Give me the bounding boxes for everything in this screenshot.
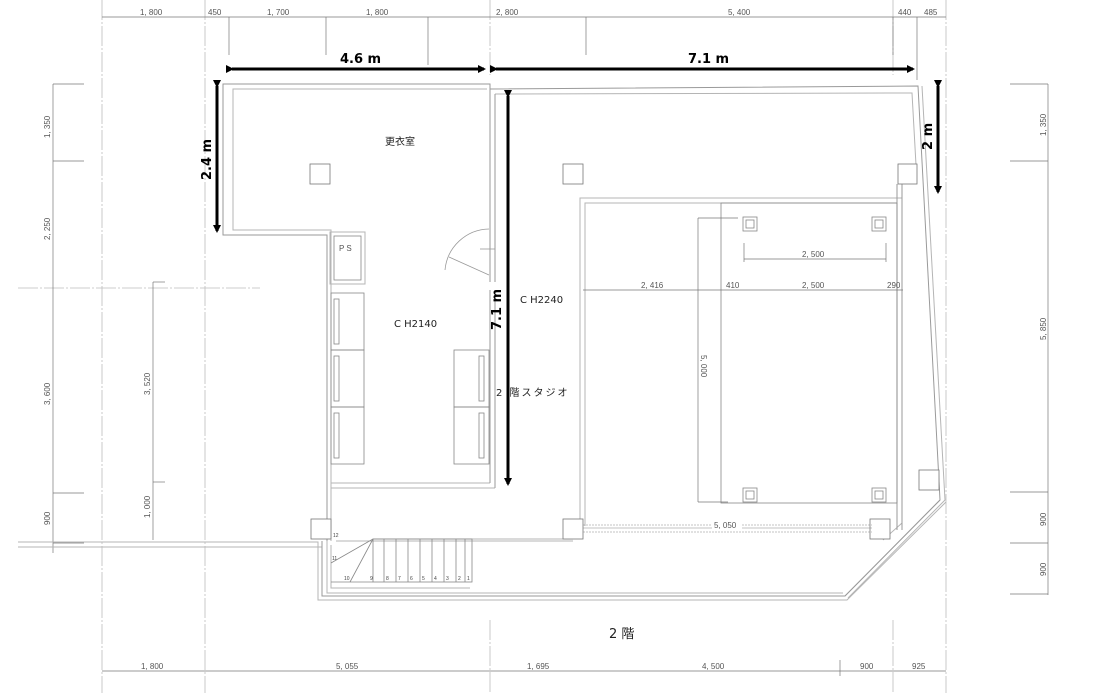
svg-text:12: 12	[333, 533, 339, 539]
svg-text:2, 500: 2, 500	[802, 281, 825, 290]
svg-text:6: 6	[410, 576, 413, 582]
floor-label: 2 階	[609, 627, 634, 642]
height-right-label: 2 m	[921, 123, 936, 150]
room-labels: 更衣室 C H2140 C H2240 2 階スタジオ 2 階	[385, 135, 634, 642]
svg-text:900: 900	[860, 662, 874, 671]
grid-lines	[18, 0, 947, 693]
height-left-label: 2.4 m	[200, 139, 215, 180]
svg-text:485: 485	[924, 8, 938, 17]
svg-text:1, 695: 1, 695	[527, 662, 550, 671]
svg-text:1, 350: 1, 350	[43, 115, 52, 138]
svg-text:5, 055: 5, 055	[336, 662, 359, 671]
svg-text:900: 900	[1039, 512, 1048, 526]
svg-text:10: 10	[344, 576, 350, 582]
top-dimensions: 1, 800 450 1, 700 1, 800 2, 800 5, 400 4…	[102, 8, 946, 80]
svg-text:1: 1	[467, 576, 470, 582]
door-swing	[444, 228, 495, 276]
svg-text:2: 2	[458, 576, 461, 582]
ceiling-height-left: C H2140	[394, 319, 437, 330]
measurement-arrows: 4.6 m 7.1 m 2.4 m 7.1 m 2 m	[200, 52, 942, 486]
studio-label: 2 階スタジオ	[496, 387, 570, 399]
svg-text:2, 416: 2, 416	[641, 281, 664, 290]
svg-text:11: 11	[332, 556, 337, 562]
svg-text:5, 850: 5, 850	[1039, 317, 1048, 340]
svg-text:3, 600: 3, 600	[43, 382, 52, 405]
stage-posts	[742, 216, 887, 503]
svg-text:9: 9	[370, 576, 373, 582]
svg-text:1, 800: 1, 800	[140, 8, 163, 17]
svg-text:3, 520: 3, 520	[143, 372, 152, 395]
svg-text:5, 400: 5, 400	[728, 8, 751, 17]
svg-text:1, 800: 1, 800	[141, 662, 164, 671]
width-left-label: 4.6 m	[340, 52, 381, 67]
width-right-label: 7.1 m	[688, 52, 729, 67]
svg-text:5: 5	[422, 576, 425, 582]
stage-dimensions: 2, 500 2, 416 410 2, 500 290 5, 000 5, 0…	[583, 217, 903, 533]
svg-text:1, 350: 1, 350	[1039, 113, 1048, 136]
svg-text:5, 000: 5, 000	[699, 355, 708, 378]
right-dimensions: 1, 350 5, 850 900 900	[1010, 83, 1049, 595]
svg-text:2, 250: 2, 250	[43, 217, 52, 240]
svg-text:1, 800: 1, 800	[366, 8, 389, 17]
svg-text:450: 450	[208, 8, 222, 17]
svg-text:290: 290	[887, 281, 901, 290]
ps-shaft: P S	[329, 231, 366, 285]
lockers-left	[330, 292, 365, 465]
svg-text:3: 3	[446, 576, 449, 582]
svg-text:900: 900	[43, 511, 52, 525]
ceiling-height-right: C H2240	[520, 295, 563, 306]
svg-text:900: 900	[1039, 562, 1048, 576]
svg-text:4: 4	[434, 576, 437, 582]
ground-line	[18, 499, 947, 601]
columns	[309, 163, 940, 540]
svg-text:2, 500: 2, 500	[802, 250, 825, 259]
changing-room-label: 更衣室	[385, 135, 415, 148]
lockers-right	[453, 349, 490, 465]
left-dimensions: 1, 350 2, 250 3, 600 900 3, 520 1, 000	[43, 83, 165, 553]
svg-text:925: 925	[912, 662, 926, 671]
svg-text:1, 000: 1, 000	[143, 495, 152, 518]
svg-text:440: 440	[898, 8, 912, 17]
svg-text:5, 050: 5, 050	[714, 521, 737, 530]
staircase: 1 2 3 4 5 6 7 8 9 10 11 12	[330, 533, 473, 583]
svg-text:P S: P S	[339, 244, 352, 253]
height-center-label: 7.1 m	[490, 289, 505, 330]
svg-text:8: 8	[386, 576, 389, 582]
svg-text:4, 500: 4, 500	[702, 662, 725, 671]
svg-text:410: 410	[726, 281, 740, 290]
svg-text:7: 7	[398, 576, 401, 582]
svg-text:2, 800: 2, 800	[496, 8, 519, 17]
bottom-dimensions: 1, 800 5, 055 1, 695 4, 500 900 925	[102, 660, 946, 676]
svg-text:1, 700: 1, 700	[267, 8, 290, 17]
